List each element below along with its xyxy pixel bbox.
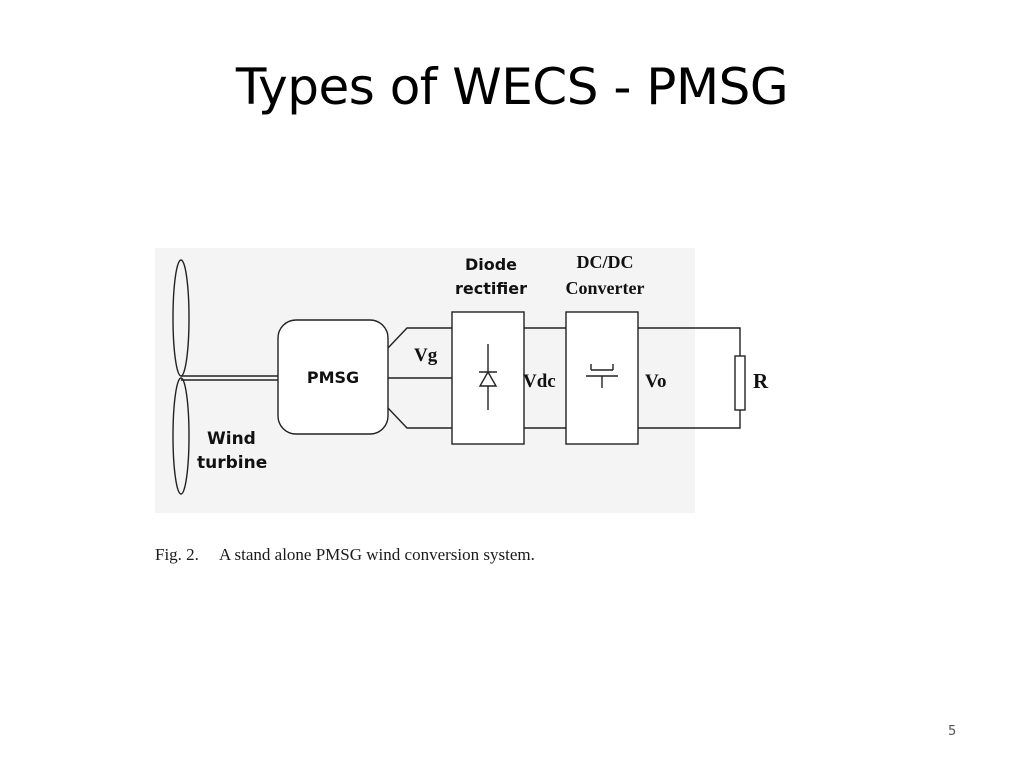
vo-label: Vo (645, 371, 666, 392)
wire-out-bottom (638, 410, 741, 429)
wire-pmsg-top (387, 327, 452, 349)
turbine-blade-lower (172, 377, 190, 495)
pmsg-label: PMSG (307, 368, 359, 387)
pmsg-box (277, 319, 389, 435)
dcdc-label-line2: Converter (566, 278, 645, 298)
figure-caption: Fig. 2. A stand alone PMSG wind conversio… (155, 545, 535, 565)
page-number: 5 (948, 724, 957, 739)
resistor-symbol (734, 355, 746, 411)
pmsg-system-diagram: Wind turbine PMSG Vg Diode rectifier (155, 248, 785, 518)
wire-pmsg-bottom (387, 407, 452, 429)
vdc-label: Vdc (523, 371, 556, 392)
diode-rectifier-label-line1: Diode (465, 255, 517, 274)
wire-out-top (638, 327, 741, 356)
dcdc-label-line1: DC/DC (577, 252, 634, 272)
switch-symbol (586, 364, 618, 388)
resistor-label: R (753, 369, 769, 393)
wind-turbine-label-line2: turbine (197, 453, 267, 473)
figure-caption-number: Fig. 2. (155, 545, 199, 564)
vg-label: Vg (414, 345, 438, 366)
figure-caption-text: A stand alone PMSG wind conversion syste… (218, 545, 535, 564)
diode-rectifier-label-line2: rectifier (455, 279, 527, 298)
diode-symbol (478, 344, 498, 410)
diagram-svg: Wind turbine PMSG Vg Diode rectifier (155, 248, 769, 513)
slide-title: Types of WECS - PMSG (235, 58, 789, 116)
wind-turbine-label-line1: Wind (207, 429, 256, 449)
